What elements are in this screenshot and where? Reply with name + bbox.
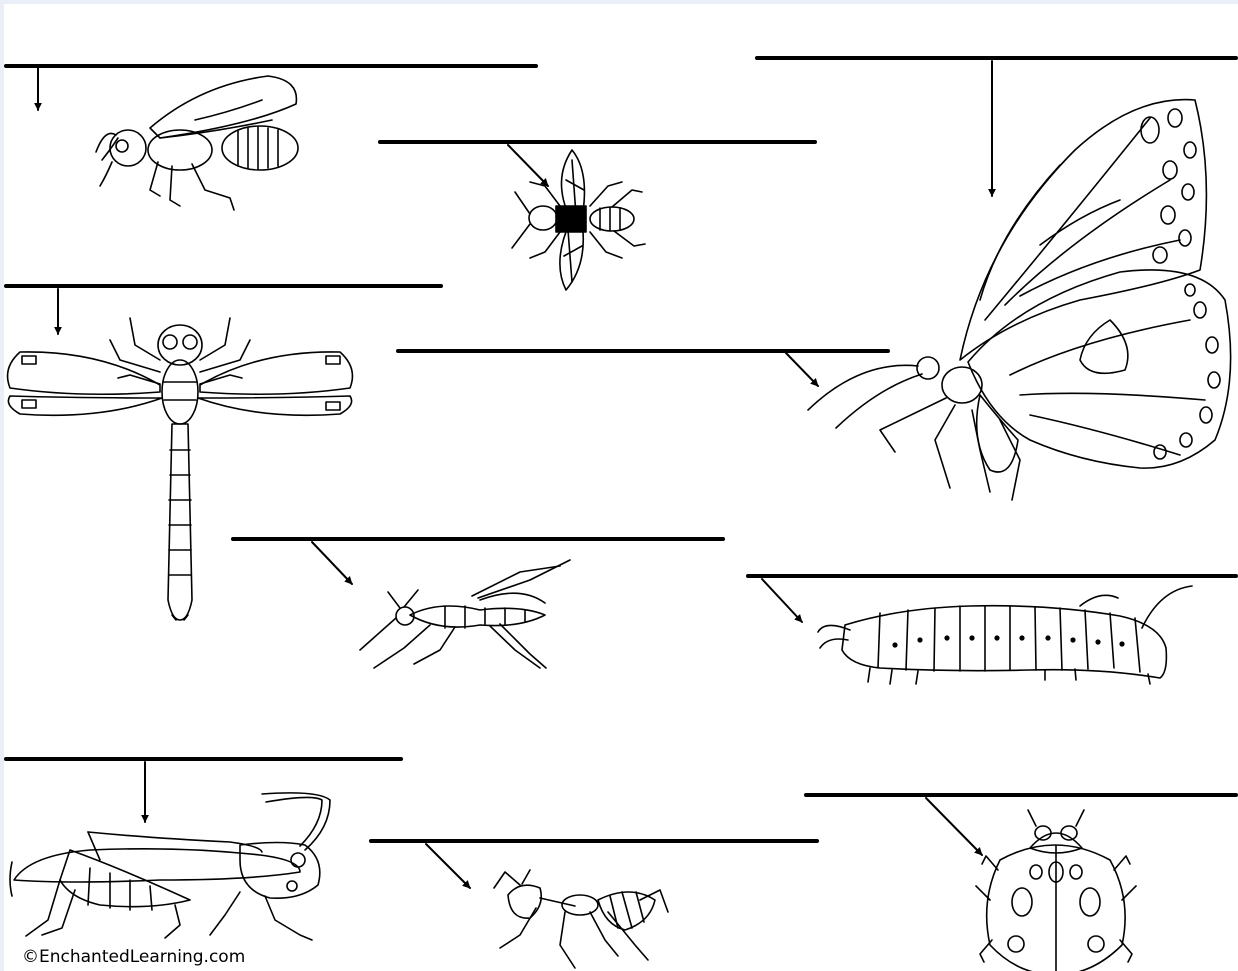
copyright-credit: ©EnchantedLearning.com — [22, 947, 245, 967]
